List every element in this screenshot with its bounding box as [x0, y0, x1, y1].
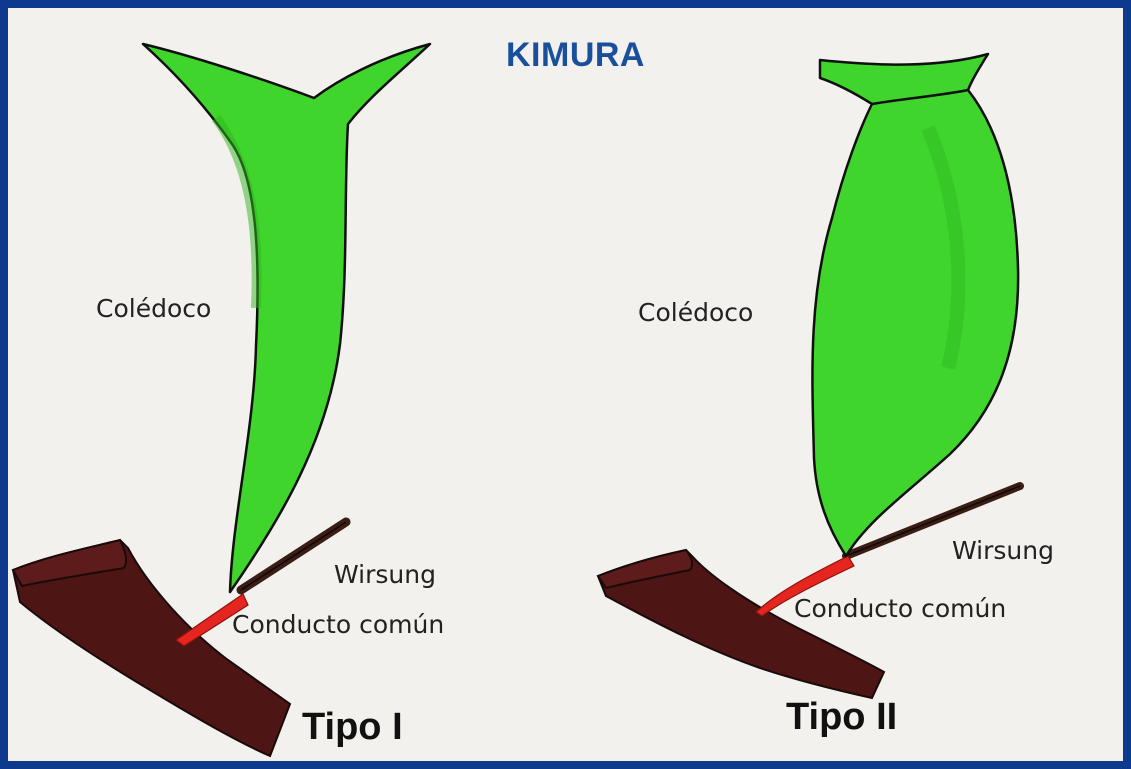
type-ii-choledochus: [812, 54, 1018, 556]
type-ii-coledoco-label: Colédoco: [638, 298, 753, 327]
type-ii-label: Tipo II: [786, 696, 897, 739]
type-i-wirsung-label: Wirsung: [334, 560, 436, 589]
diagram-title: KIMURA: [506, 36, 645, 75]
kimura-diagram: [8, 8, 1123, 761]
type-i-common-duct-label: Conducto común: [232, 610, 444, 639]
type-ii-common-duct-label: Conducto común: [794, 594, 1006, 623]
diagram-canvas: KIMURA Colédoco Wirsung Conducto común T…: [8, 8, 1123, 761]
type-i-label: Tipo I: [302, 706, 403, 749]
type-i-coledoco-label: Colédoco: [96, 294, 211, 323]
type-i-duodenum: [13, 540, 290, 756]
type-i-figure: [13, 44, 430, 756]
type-ii-wirsung-label: Wirsung: [952, 536, 1054, 565]
